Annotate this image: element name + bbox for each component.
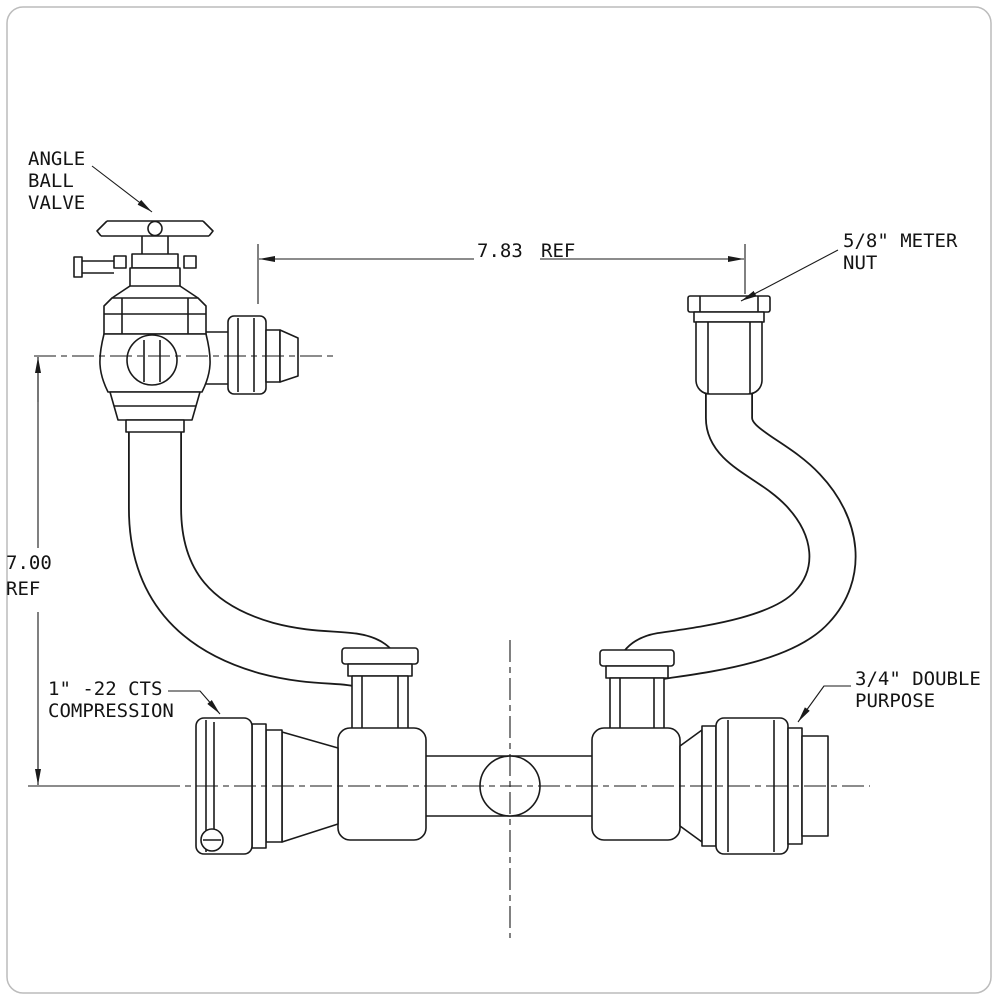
right-coupling-graphic <box>599 649 675 737</box>
meter-nut-label: 5/8" METER NUT <box>843 230 958 274</box>
dimension-width-qualifier: REF <box>541 240 576 262</box>
angle-ball-valve-label: ANGLE BALL VALVE <box>28 148 86 214</box>
dimension-lines <box>28 244 746 787</box>
leader-lines <box>91 165 851 723</box>
leader-double-purpose <box>797 685 851 723</box>
left-coupling-graphic <box>341 647 419 737</box>
leader-meter-nut <box>740 249 839 302</box>
compression-label: 1" -22 CTS COMPRESSION <box>48 678 174 722</box>
angle-ball-valve-graphic <box>73 220 299 433</box>
double-purpose-label: 3/4" DOUBLE PURPOSE <box>855 668 981 712</box>
centerlines <box>34 355 870 938</box>
canvas-border <box>6 6 992 994</box>
meter-nut-graphic <box>687 295 771 395</box>
dimension-width-value: 7.83 <box>477 240 523 262</box>
leader-compression <box>168 690 221 715</box>
leader-angle-ball-valve <box>91 165 153 213</box>
dimension-height-value: 7.00 <box>6 552 52 574</box>
bottom-tee-bodies <box>337 727 681 841</box>
dimension-height-qualifier: REF <box>6 578 41 600</box>
